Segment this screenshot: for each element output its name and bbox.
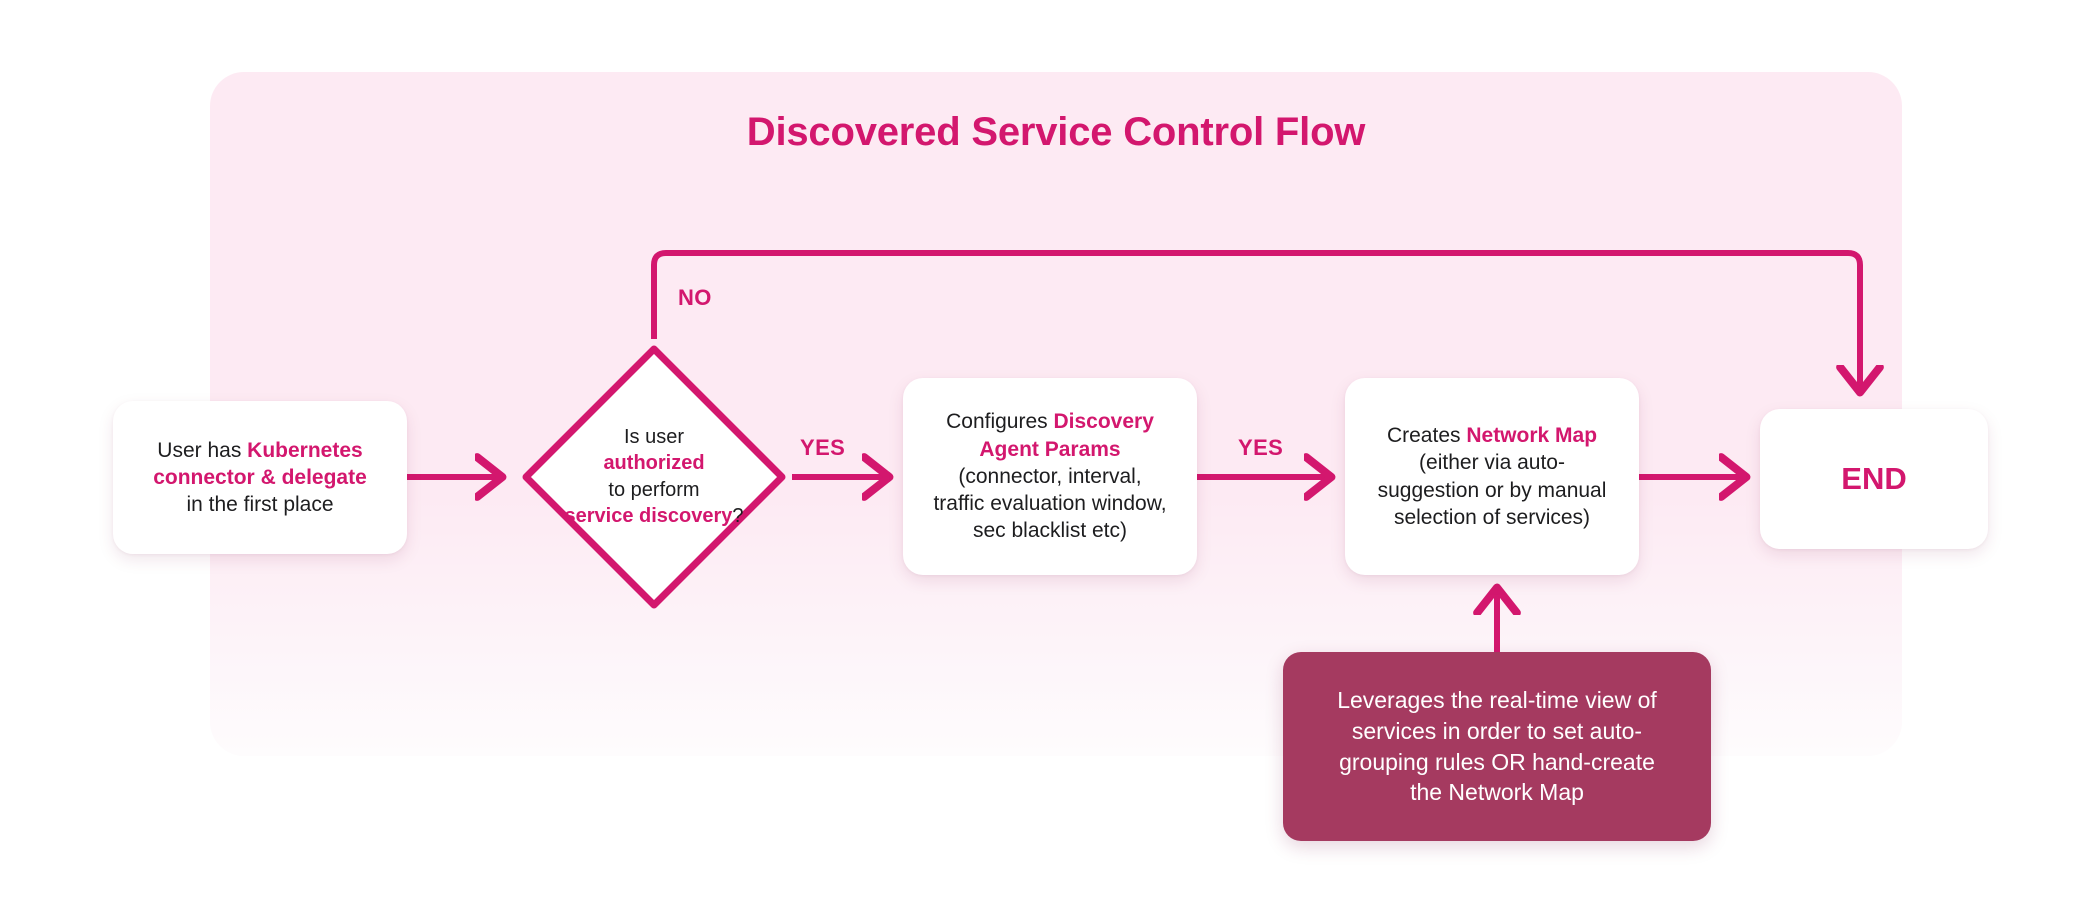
- node-start-label: User has Kubernetes connector & delegate…: [153, 438, 367, 517]
- diamond-shape: [522, 345, 786, 609]
- edge-label-yes-decision-to-params: YES: [800, 435, 846, 460]
- node-netmap-label: Creates Network Map (either via auto- su…: [1377, 423, 1607, 529]
- node-end-label: END: [1841, 460, 1907, 496]
- node-configure-discovery-agent-params[interactable]: Configures Discovery Agent Params (conne…: [903, 378, 1197, 575]
- note-network-map-label: Leverages the real-time view of services…: [1337, 687, 1657, 806]
- note-network-map: Leverages the real-time view of services…: [1283, 652, 1711, 841]
- node-end[interactable]: END: [1760, 409, 1988, 549]
- node-params-label: Configures Discovery Agent Params (conne…: [933, 410, 1167, 543]
- node-decision[interactable]: Is user authorized to perform service di…: [516, 339, 792, 615]
- edge-label-no: NO: [678, 285, 712, 310]
- node-decision-label: Is user authorized to perform service di…: [564, 426, 744, 528]
- page-title: Discovered Service Control Flow: [746, 110, 1366, 154]
- node-start[interactable]: User has Kubernetes connector & delegate…: [113, 401, 407, 554]
- node-creates-network-map[interactable]: Creates Network Map (either via auto- su…: [1345, 378, 1639, 575]
- edge-label-yes-params-to-netmap: YES: [1238, 435, 1284, 460]
